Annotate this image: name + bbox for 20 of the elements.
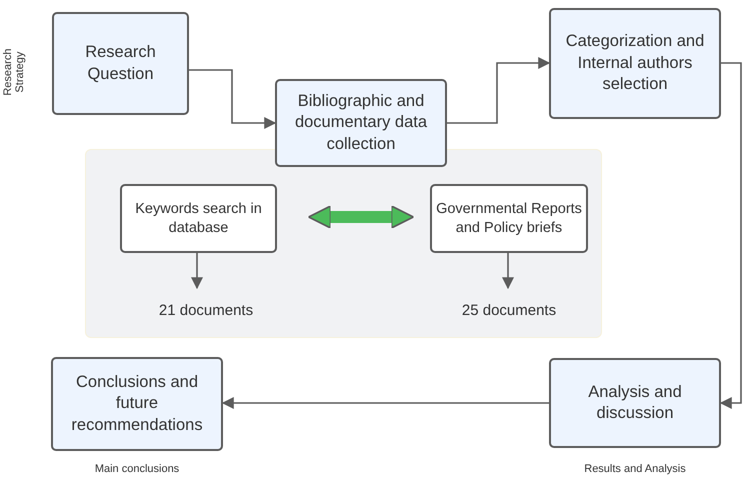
process-box: Categorization and Internal authors selection: [549, 8, 721, 119]
node-caption: Main conclusions: [94, 463, 180, 475]
process-box: Keywords search in database: [120, 184, 277, 253]
process-box: Bibliographic and documentary data collection: [275, 79, 447, 167]
node-caption: Research Strategy: [2, 48, 26, 98]
process-box: Conclusions and future recommendations: [51, 357, 223, 451]
process-box: Analysis and discussion: [549, 358, 721, 448]
node-label: 21 documents: [141, 293, 271, 327]
arrow: [189, 69, 276, 129]
arrow: [191, 252, 203, 290]
group-panel: [85, 149, 602, 338]
node-label: 25 documents: [444, 293, 574, 327]
arrow: [720, 62, 742, 409]
node-caption: Results and Analysis: [584, 463, 686, 475]
arrow: [502, 252, 514, 290]
arrow: [447, 57, 550, 124]
double-arrow: [308, 205, 414, 229]
process-box: Research Question: [52, 12, 189, 115]
process-box: Governmental Reports and Policy briefs: [430, 184, 588, 253]
arrow: [222, 397, 549, 409]
